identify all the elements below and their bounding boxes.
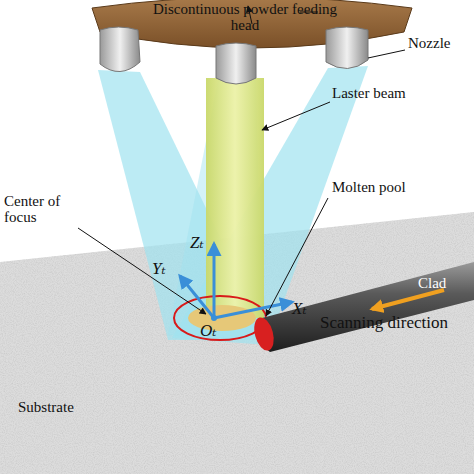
part-name: Clad: [418, 276, 468, 292]
y-axis: [180, 276, 214, 318]
laser-beam: [206, 78, 264, 318]
z-axis: [213, 244, 216, 318]
origin-dot: [211, 315, 217, 321]
leader-line: [262, 102, 330, 130]
part-name: Laster beam: [332, 86, 442, 102]
axis-label: Oₜ: [200, 322, 230, 340]
x-axis: [214, 302, 292, 318]
part-name: Substrate: [18, 400, 118, 416]
part-name: Nozzle: [408, 36, 474, 52]
part-name: Discontinuous powder feeding head: [140, 2, 350, 34]
part-name: Center of focus: [4, 194, 84, 226]
axis-label: Zₜ: [190, 234, 220, 252]
leader-line: [368, 50, 405, 58]
part-name: Scanning direction: [320, 314, 474, 332]
axis-label: Xₜ: [292, 300, 322, 318]
part-name: Molten pool: [332, 180, 442, 196]
leader-line: [266, 198, 328, 316]
axis-label: Yₜ: [152, 260, 182, 278]
nozzle: [100, 27, 140, 72]
nozzle: [326, 27, 368, 69]
molten-pool: [251, 315, 277, 353]
nozzle: [216, 43, 256, 84]
leader-line: [78, 228, 206, 314]
scan-arrow: [372, 290, 444, 309]
clad-track: [258, 262, 474, 352]
